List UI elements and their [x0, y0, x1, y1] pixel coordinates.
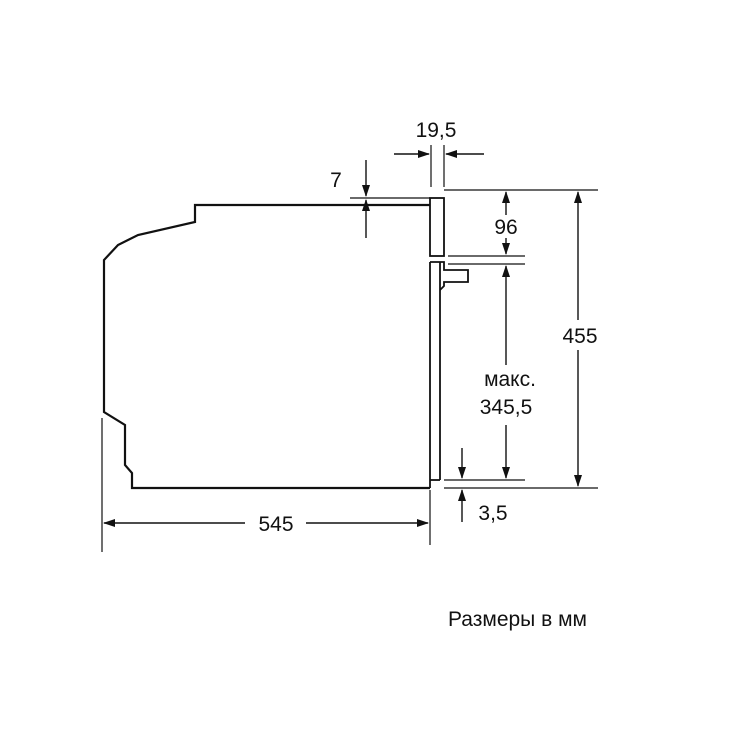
dimension-panel-height-label: 96	[494, 216, 517, 239]
oven-body-outline	[102, 203, 430, 490]
dimension-depth-label: 545	[258, 513, 293, 536]
dimension-arrows	[103, 150, 582, 527]
extension-lines	[101, 145, 598, 552]
units-caption: Размеры в мм	[448, 608, 587, 631]
dimension-front-thickness-label: 19,5	[416, 119, 457, 142]
oven-front-panel	[429, 197, 469, 488]
dimension-top-offset-label: 7	[330, 169, 342, 192]
dimension-bottom-offset-label: 3,5	[478, 502, 507, 525]
dimension-height-label: 455	[562, 325, 597, 348]
dimension-max-label: макс.	[484, 368, 536, 391]
dimension-max-value-label: 345,5	[480, 396, 533, 419]
